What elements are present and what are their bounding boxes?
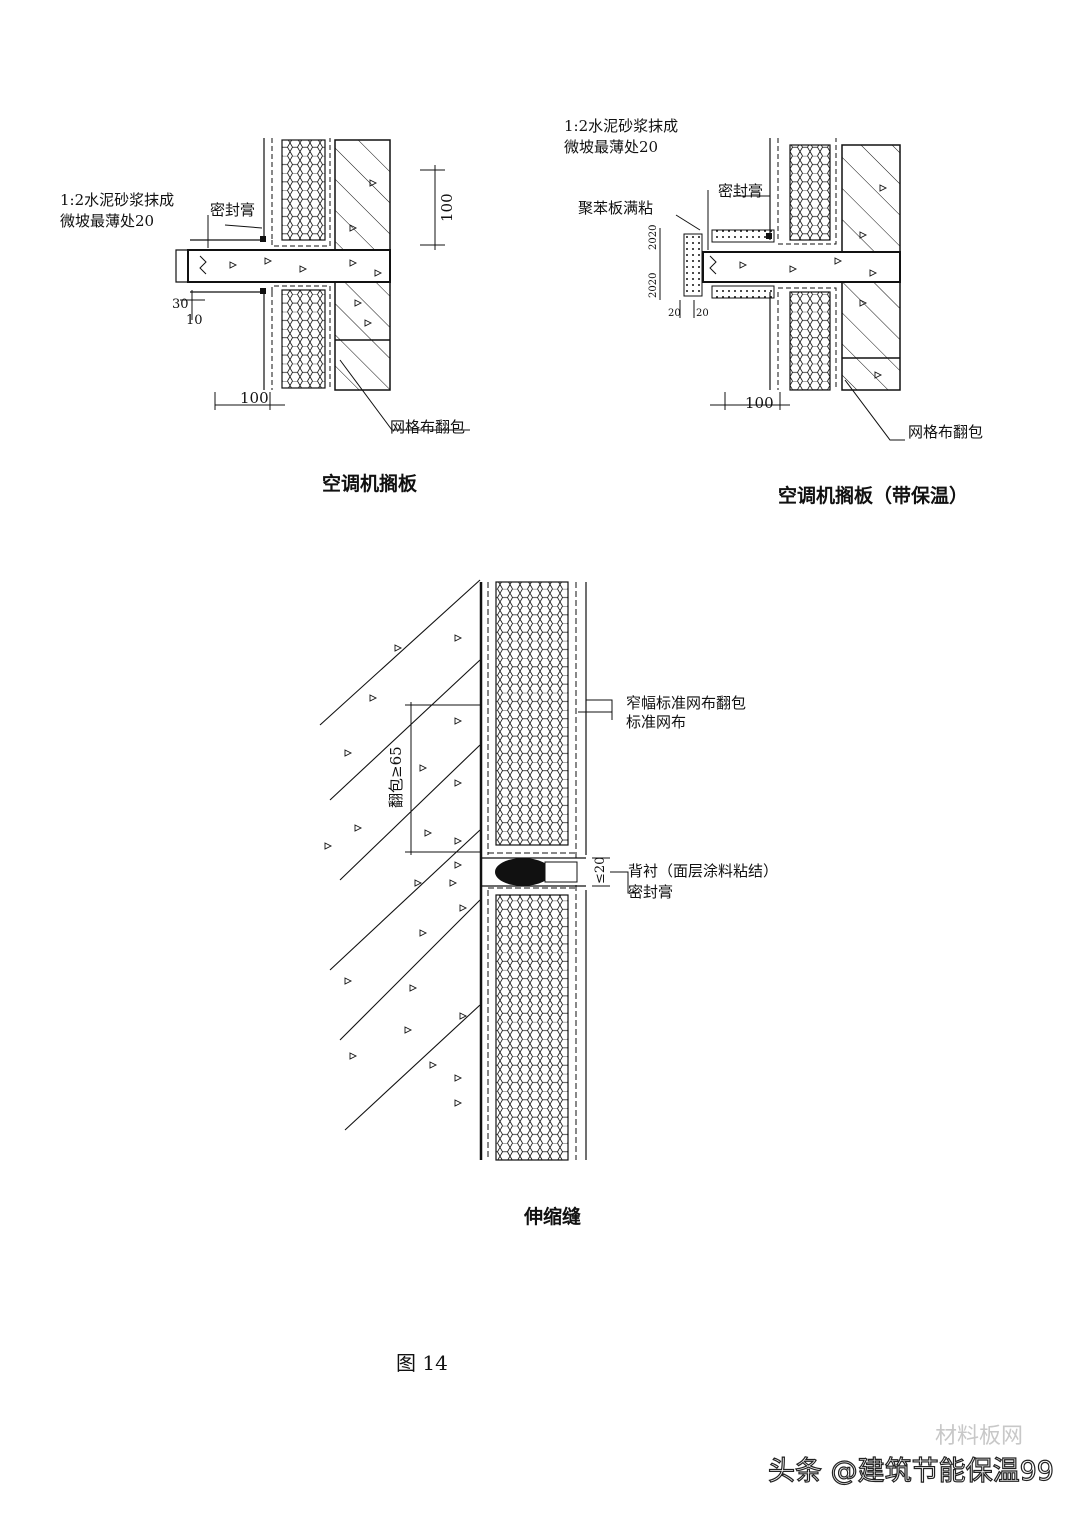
left-dim-100-v: 100 xyxy=(438,193,456,222)
right-insulation-upper xyxy=(789,144,831,241)
narrow-mesh-label: 窄幅标准网布翻包 xyxy=(626,694,746,712)
right-mortar-line2: 微坡最薄处20 xyxy=(564,138,658,156)
right-dim-20-a: 20 xyxy=(668,308,681,319)
left-mesh-label: 网格布翻包 xyxy=(390,418,465,436)
right-eps-top xyxy=(711,229,775,243)
backing-label: 背衬（面层涂料粘结） xyxy=(628,862,778,880)
right-title: 空调机搁板（带保温） xyxy=(778,484,968,507)
left-title: 空调机搁板 xyxy=(322,472,418,495)
right-dim-20-b: 20 xyxy=(696,308,709,319)
right-dim-2020-top: 2020 xyxy=(648,225,659,250)
sealant-bead xyxy=(544,861,578,883)
left-dim-30: 30 xyxy=(172,297,189,312)
right-insulation-lower xyxy=(789,291,831,391)
wrap-length-label: 翻包≥65 xyxy=(387,746,405,808)
insulation-board-lower xyxy=(495,894,569,1161)
right-dim-2020-bot: 2020 xyxy=(648,273,659,298)
figure-label: 图 14 xyxy=(396,1351,448,1375)
diagram-right: 1:2水泥砂浆抹成 微坡最薄处20 密封膏 聚苯板满粘 网格布翻包 100 20… xyxy=(564,117,983,507)
right-slab xyxy=(702,251,901,283)
left-insulation-upper xyxy=(281,139,326,241)
right-dim-100-h: 100 xyxy=(745,394,774,412)
diagram-bottom: 窄幅标准网布翻包 标准网布 翻包≥65 ≤20 背衬（面层涂料粘结） 密封膏 伸… xyxy=(319,579,778,1228)
left-mortar-line2: 微坡最薄处20 xyxy=(60,212,154,230)
right-sealant-label: 密封膏 xyxy=(718,182,763,200)
bottom-title: 伸缩缝 xyxy=(523,1205,581,1228)
left-sealant-label: 密封膏 xyxy=(210,201,255,219)
faded-watermark: 材料板网 xyxy=(935,1424,1023,1449)
right-eps-label: 聚苯板满粘 xyxy=(578,199,653,217)
right-eps-end xyxy=(683,233,703,297)
backing-rod xyxy=(495,858,551,886)
left-dim-100-h: 100 xyxy=(240,389,269,407)
bottom-sealant-label: 密封膏 xyxy=(628,883,673,901)
std-mesh-label: 标准网布 xyxy=(626,713,686,731)
left-slab xyxy=(187,249,391,283)
right-mesh-label: 网格布翻包 xyxy=(908,423,983,441)
gap-dim-label: ≤20 xyxy=(593,857,608,884)
left-dim-10: 10 xyxy=(186,313,203,328)
right-eps-bottom xyxy=(711,285,775,299)
left-insulation-lower xyxy=(281,289,326,389)
toutiao-watermark: 头条 @建筑节能保温99 xyxy=(768,1456,1054,1487)
base-wall-hatch xyxy=(319,579,481,1131)
right-mortar-line1: 1:2水泥砂浆抹成 xyxy=(564,117,678,135)
left-mortar-line1: 1:2水泥砂浆抹成 xyxy=(60,191,174,209)
insulation-board-upper xyxy=(495,581,569,846)
diagram-left: 1:2水泥砂浆抹成 微坡最薄处20 密封膏 网格布翻包 100 100 30 1… xyxy=(60,138,470,495)
